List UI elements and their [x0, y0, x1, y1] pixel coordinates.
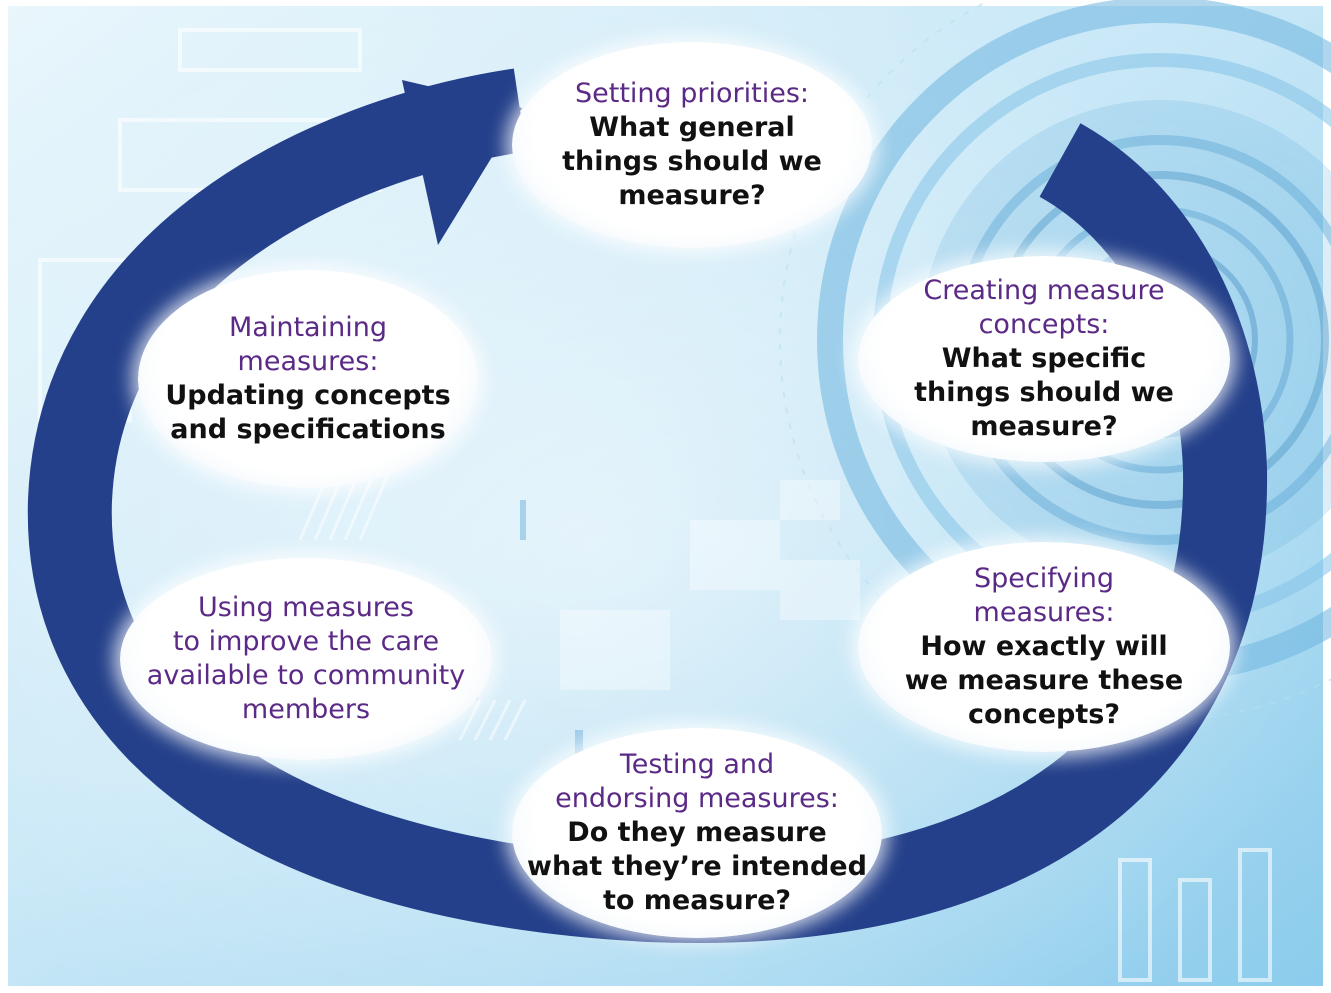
stage-question: Updating concepts and specifications — [165, 380, 451, 445]
stage-question: What specific things should we measure? — [914, 343, 1174, 442]
stage-testing-endorsing: Testing and endorsing measures: Do they … — [512, 728, 882, 938]
stage-question: How exactly will we measure these concep… — [904, 631, 1184, 730]
stage-title: Using measures to improve the care avail… — [146, 592, 466, 725]
decorative-blocks — [560, 480, 860, 690]
stage-title: Creating measure concepts: — [923, 275, 1165, 340]
stage-question: Do they measure what they’re intended to… — [527, 817, 867, 916]
stage-title: Testing and endorsing measures: — [555, 749, 839, 814]
stage-title: Setting priorities: — [575, 78, 809, 109]
stage-specifying-measures: Specifying measures: How exactly will we… — [858, 542, 1230, 752]
stage-title: Specifying measures: — [973, 563, 1115, 628]
stage-question: What general things should we measure? — [562, 112, 822, 211]
stage-creating-measure-concepts: Creating measure concepts: What specific… — [858, 256, 1230, 462]
cycle-arrowhead — [402, 80, 522, 245]
stage-setting-priorities: Setting priorities: What general things … — [512, 42, 872, 248]
stage-title: Maintaining measures: — [229, 312, 387, 377]
stage-maintaining-measures: Maintaining measures: Updating concepts … — [138, 270, 478, 488]
stage-using-measures: Using measures to improve the care avail… — [120, 558, 492, 760]
